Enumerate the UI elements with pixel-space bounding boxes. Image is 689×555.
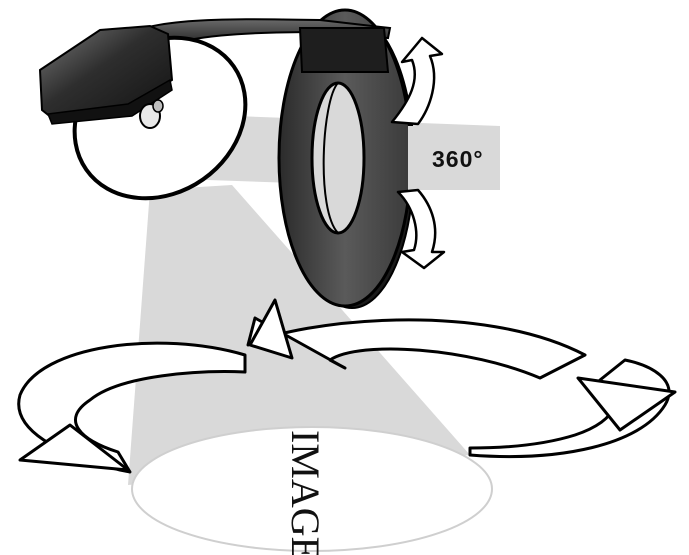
ring-arrow-bottom: [396, 188, 446, 270]
lens-knob-stem: [152, 99, 164, 113]
ring-arrow-top: [390, 36, 444, 126]
horizontal-rotation-arrow: [246, 316, 587, 380]
left-arrowhead: [18, 423, 130, 472]
label-band: [408, 126, 500, 190]
ring-hole: [310, 81, 366, 235]
projector-head: [38, 24, 174, 120]
ring-hole-inner-edge: [322, 82, 339, 234]
image-label: IMAGE: [283, 430, 328, 555]
center-arrowhead: [248, 298, 294, 360]
rotation-label: 360°: [432, 146, 484, 172]
right-arrowhead: [576, 376, 677, 432]
projector-head-base: [46, 78, 173, 125]
image-ellipse: [131, 426, 493, 552]
ring-mount-block: [298, 27, 390, 73]
